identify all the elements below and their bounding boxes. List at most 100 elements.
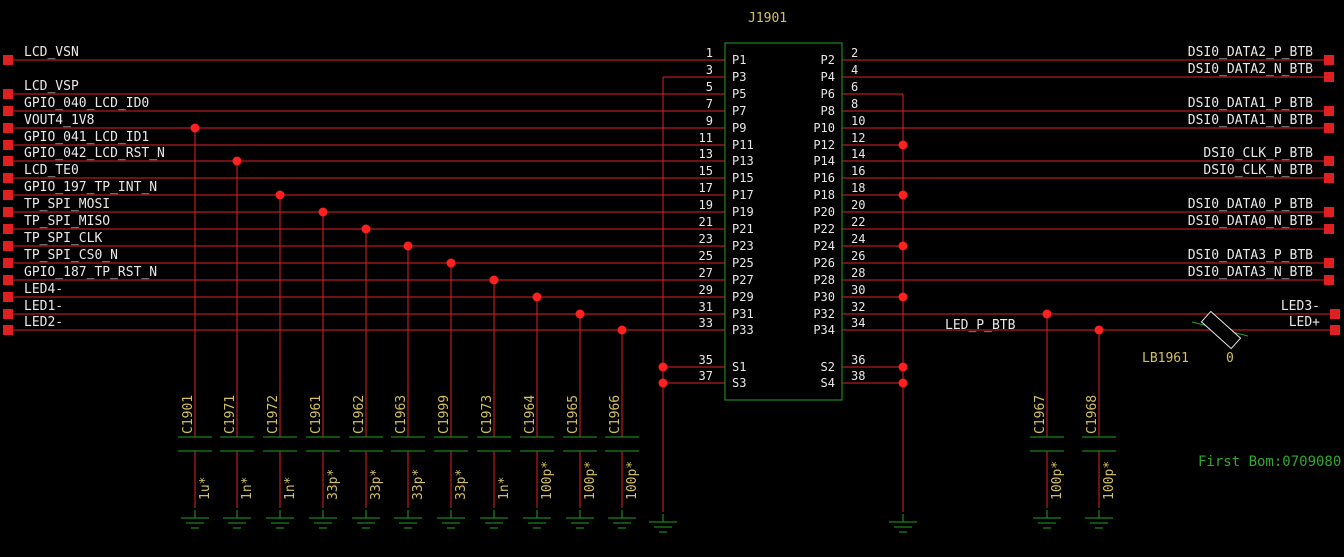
cap-ground-l9: [566, 510, 594, 529]
cap-ground-l3: [309, 510, 337, 529]
net-label-p1: LCD_VSN: [24, 45, 79, 60]
cap-ground-r0: [1033, 510, 1061, 529]
wire-layer: [8, 59, 1336, 512]
pin-number-34: 34: [851, 316, 865, 330]
label-layer: P11LCD_VSNP33P55LCD_VSPP77GPIO_040_LCD_I…: [3, 45, 1340, 390]
cap-value: 33p*: [369, 469, 384, 500]
cap-ground-l8: [523, 510, 551, 529]
port-marker: [1324, 72, 1334, 82]
port-marker: [1324, 173, 1334, 183]
cap-ref: C1967: [1033, 395, 1048, 434]
junction-c1962: [361, 224, 371, 234]
pin-number-36: 36: [851, 353, 865, 367]
port-marker: [1324, 207, 1334, 217]
junction-c1901: [190, 123, 200, 133]
port-marker: [1324, 258, 1334, 268]
net-label-p4: DSI0_DATA2_N_BTB: [1188, 62, 1313, 77]
pin-number-29: 29: [699, 283, 713, 297]
net-label-p22: DSI0_DATA0_N_BTB: [1188, 214, 1313, 229]
pin-name-p18: P18: [813, 188, 835, 202]
port-marker: [3, 123, 13, 133]
pin-number-5: 5: [706, 80, 713, 94]
net-label-p5: LCD_VSP: [24, 79, 79, 94]
cap-ground-l2: [266, 510, 294, 529]
junction-s1: [658, 362, 668, 372]
cap-value: 1n*: [497, 477, 512, 500]
port-marker: [3, 173, 13, 183]
pin-name-p34: P34: [813, 323, 835, 337]
cap-ref: C1966: [608, 395, 623, 434]
pin-name-p2: P2: [821, 53, 835, 67]
cap-ground-l1: [223, 510, 251, 529]
net-label-p16: DSI0_CLK_N_BTB: [1203, 163, 1313, 178]
port-marker: [1324, 224, 1334, 234]
pin-number-12: 12: [851, 131, 865, 145]
cap-ref: C1968: [1085, 395, 1100, 434]
cap-ground-r1: [1085, 510, 1113, 529]
cap-ground-l4: [352, 510, 380, 529]
net-label-p11: GPIO_041_LCD_ID1: [24, 130, 149, 145]
cap-value: 1n*: [283, 477, 298, 500]
pin-name-p11: P11: [732, 138, 754, 152]
port-marker: [3, 89, 13, 99]
pin-number-30: 30: [851, 283, 865, 297]
port-marker: [3, 156, 13, 166]
pin-number-6: 6: [851, 80, 858, 94]
port-marker: [1324, 55, 1334, 65]
junction-c1964: [532, 292, 542, 302]
cap-ref: C1964: [523, 395, 538, 434]
cap-value: 33p*: [411, 469, 426, 500]
net-label-p23: TP_SPI_CLK: [24, 231, 102, 246]
net-label-p17: GPIO_197_TP_INT_N: [24, 180, 157, 195]
pin-number-38: 38: [851, 369, 865, 383]
first-bom-note: First Bom:0709080: [1198, 454, 1341, 470]
cap-ref: C1965: [566, 395, 581, 434]
pin-name-p29: P29: [732, 290, 754, 304]
pin-name-p3: P3: [732, 70, 746, 84]
pin-number-25: 25: [699, 249, 713, 263]
pin-number-11: 11: [699, 131, 713, 145]
port-marker: [3, 140, 13, 150]
cap-ref: C1901: [181, 395, 196, 434]
pin-name-p31: P31: [732, 307, 754, 321]
junction-c1968: [1094, 325, 1104, 335]
pin-name-p33: P33: [732, 323, 754, 337]
capacitor-c1963: C1963 33p*: [391, 246, 426, 508]
pin-number-13: 13: [699, 147, 713, 161]
port-marker: [3, 325, 13, 335]
pin-number-16: 16: [851, 164, 865, 178]
net-label-p29: LED4-: [24, 282, 63, 297]
cap-ref: C1963: [394, 395, 409, 434]
pin-name-p10: P10: [813, 121, 835, 135]
pin-name-p28: P28: [813, 273, 835, 287]
net-label-p32: LED3-: [1281, 299, 1320, 314]
port-marker: [1330, 325, 1340, 335]
port-marker: [3, 275, 13, 285]
pin-number-19: 19: [699, 198, 713, 212]
pin-name-p6: P6: [821, 87, 835, 101]
port-marker: [3, 292, 13, 302]
port-marker: [3, 207, 13, 217]
pin-name-p23: P23: [732, 239, 754, 253]
pin-number-10: 10: [851, 114, 865, 128]
pin-number-37: 37: [699, 369, 713, 383]
pin-number-27: 27: [699, 266, 713, 280]
pin-number-33: 33: [699, 316, 713, 330]
pin-name-p24: P24: [813, 239, 835, 253]
pin-number-3: 3: [706, 63, 713, 77]
port-marker: [1324, 156, 1334, 166]
junction-c1965: [575, 309, 585, 319]
pin-name-p21: P21: [732, 222, 754, 236]
pin-number-28: 28: [851, 266, 865, 280]
pin-name-p5: P5: [732, 87, 746, 101]
cap-value: 100p*: [1102, 461, 1117, 500]
cap-ground-l0: [181, 510, 209, 529]
cap-value: 33p*: [326, 469, 341, 500]
